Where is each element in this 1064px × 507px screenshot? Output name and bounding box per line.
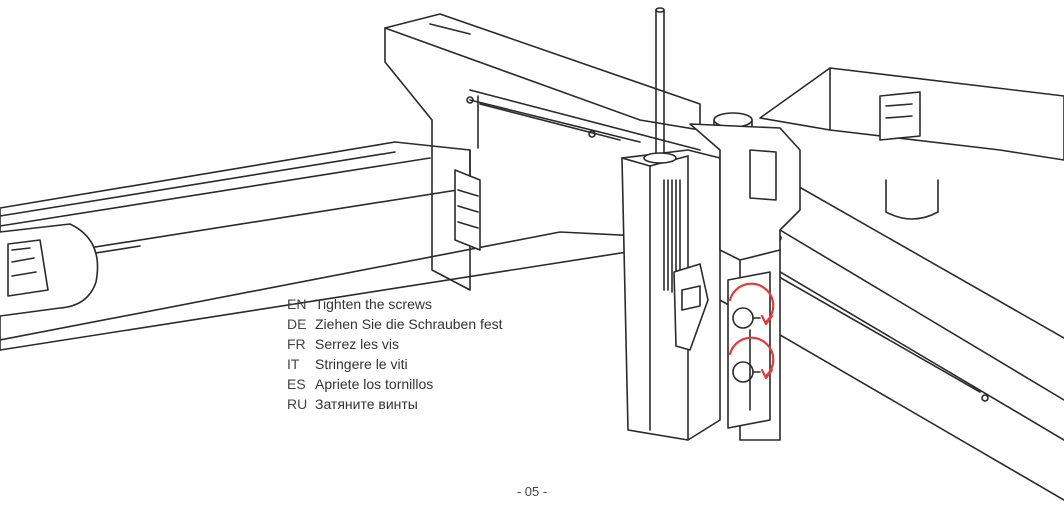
instruction-text-ru: Затяните винты bbox=[315, 396, 418, 412]
instruction-text-de: Ziehen Sie die Schrauben fest bbox=[315, 316, 503, 332]
lang-code-it: IT bbox=[287, 356, 300, 372]
laser-module bbox=[621, 7, 801, 441]
lang-code-en: EN bbox=[287, 296, 307, 312]
lang-code-fr: FR bbox=[287, 336, 306, 352]
right-frame bbox=[719, 67, 1064, 501]
instruction-text-it: Stringere le viti bbox=[315, 356, 408, 372]
lang-code-es: ES bbox=[287, 376, 306, 392]
lang-code-de: DE bbox=[287, 316, 307, 332]
left-rail bbox=[0, 141, 641, 351]
instruction-list: EN Tighten the screws DE Ziehen Sie die … bbox=[287, 296, 503, 413]
instruction-text-es: Apriete los tornillos bbox=[315, 376, 434, 392]
instruction-text-en: Tighten the screws bbox=[315, 296, 432, 312]
lang-code-ru: RU bbox=[287, 396, 308, 412]
instruction-text-fr: Serrez les vis bbox=[315, 336, 400, 352]
y-gantry bbox=[384, 13, 701, 291]
page-number: - 05 - bbox=[516, 484, 548, 499]
rotate-clockwise-arrow-icon bbox=[728, 282, 775, 326]
rotate-clockwise-arrow-icon bbox=[728, 336, 775, 380]
